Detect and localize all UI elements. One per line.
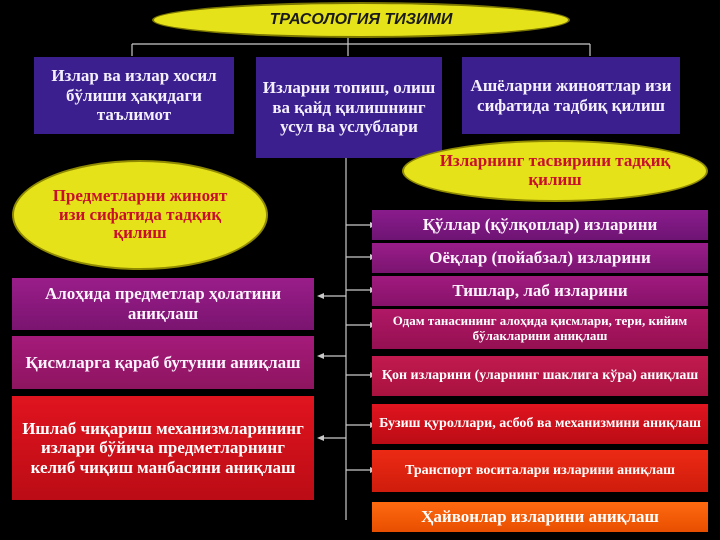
right-item-transport-text: Транспорт воситалари изларини аниқлаш bbox=[405, 462, 675, 478]
diagram-title-text: ТРАСОЛОГИЯ ТИЗИМИ bbox=[269, 11, 453, 29]
right-item-animals-text: Ҳайвонлар изларини аниқлаш bbox=[421, 507, 659, 527]
left-item-origin: Ишлаб чиқариш механизмларининг излари бў… bbox=[12, 396, 314, 500]
left-item-whole: Қисмларга қараб бутунни аниқлаш bbox=[12, 336, 314, 389]
top-box-theory: Излар ва излар хосил бўлиши ҳақидаги таъ… bbox=[34, 57, 234, 134]
right-item-body-parts-text: Одам танасининг алоҳида қисмлари, тери, … bbox=[392, 313, 688, 343]
right-item-teeth: Тишлар, лаб изларини bbox=[372, 276, 708, 306]
top-box-application: Ашёларни жиноятлар изи сифатида тадбиқ қ… bbox=[462, 57, 680, 134]
left-ellipse-text: Предметларни жиноят изи сифатида тадқиқ … bbox=[52, 185, 228, 243]
right-item-transport: Транспорт воситалари изларини аниқлаш bbox=[372, 450, 708, 492]
left-ellipse: Предметларни жиноят изи сифатида тадқиқ … bbox=[12, 160, 268, 270]
left-item-state-text: Алоҳида предметлар ҳолатини аниқлаш bbox=[44, 284, 282, 323]
right-item-hands-text: Қўллар (қўлқоплар) изларини bbox=[422, 215, 658, 235]
left-item-state: Алоҳида предметлар ҳолатини аниқлаш bbox=[12, 278, 314, 330]
right-item-blood: Қон изларини (уларнинг шаклига кўра) ани… bbox=[372, 356, 708, 396]
right-item-feet-text: Оёқлар (пойабзал) изларини bbox=[429, 248, 651, 268]
top-box-application-text: Ашёларни жиноятлар изи сифатида тадбиқ қ… bbox=[470, 75, 672, 115]
top-box-methods: Изларни топиш, олиш ва қайд қилишнинг ус… bbox=[256, 57, 442, 158]
right-item-tools: Бузиш қуроллари, асбоб ва механизмини ан… bbox=[372, 404, 708, 444]
right-item-feet: Оёқлар (пойабзал) изларини bbox=[372, 243, 708, 273]
right-ellipse-text: Изларнинг тасвирини тадқиқ қилиш bbox=[439, 151, 671, 189]
right-item-hands: Қўллар (қўлқоплар) изларини bbox=[372, 210, 708, 240]
right-item-teeth-text: Тишлар, лаб изларини bbox=[452, 281, 628, 301]
left-item-origin-text: Ишлаб чиқариш механизмларининг излари бў… bbox=[22, 418, 304, 477]
right-item-tools-text: Бузиш қуроллари, асбоб ва механизмини ан… bbox=[379, 415, 701, 431]
top-box-theory-text: Излар ва излар хосил бўлиши ҳақидаги таъ… bbox=[51, 66, 217, 125]
right-ellipse: Изларнинг тасвирини тадқиқ қилиш bbox=[402, 140, 708, 202]
top-box-methods-text: Изларни топиш, олиш ва қайд қилишнинг ус… bbox=[262, 78, 436, 137]
right-item-body-parts: Одам танасининг алоҳида қисмлари, тери, … bbox=[372, 309, 708, 349]
right-item-blood-text: Қон изларини (уларнинг шаклига кўра) ани… bbox=[381, 367, 699, 383]
right-item-animals: Ҳайвонлар изларини аниқлаш bbox=[372, 502, 708, 532]
left-item-whole-text: Қисмларга қараб бутунни аниқлаш bbox=[25, 352, 301, 372]
diagram-title: ТРАСОЛОГИЯ ТИЗИМИ bbox=[152, 2, 570, 38]
